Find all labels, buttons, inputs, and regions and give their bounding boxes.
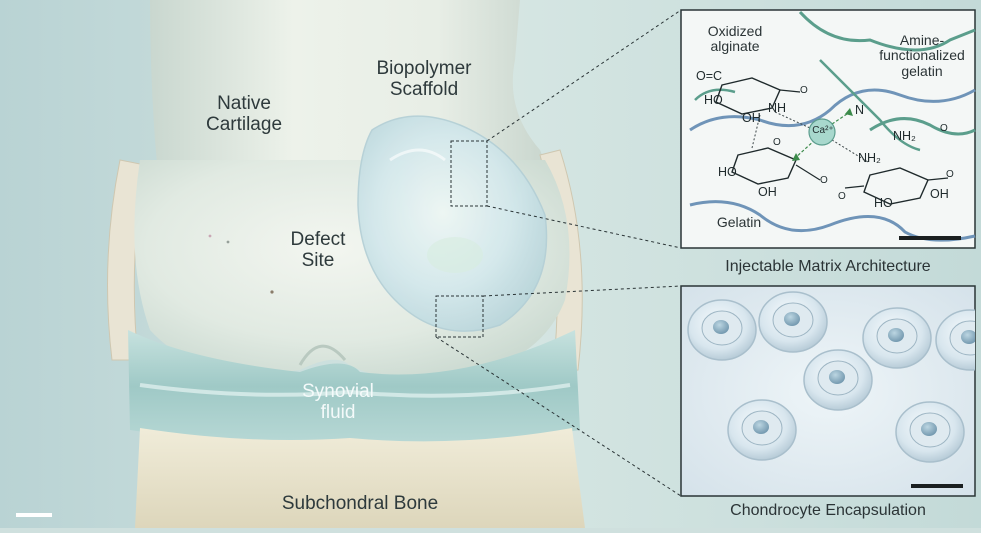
chem-o: O xyxy=(800,85,808,96)
calcium-ion xyxy=(808,118,836,146)
cell-nucleus xyxy=(784,312,800,326)
bond xyxy=(844,185,865,189)
chem-o: O xyxy=(838,191,846,202)
label-synovial-fluid: Synovial fluid xyxy=(302,381,374,424)
chondrocyte-cell xyxy=(803,349,873,411)
cell-layer xyxy=(687,291,975,463)
alginate-strand xyxy=(869,117,976,136)
chem-o: O xyxy=(940,123,948,134)
scaffold-tint xyxy=(427,237,483,273)
scaffold-highlight xyxy=(389,148,446,162)
chem-o: O xyxy=(820,175,828,186)
chem-nh2-b: NH₂ xyxy=(858,151,881,165)
interaction-arrow xyxy=(794,139,816,159)
chem-ho-a: HO xyxy=(704,93,723,107)
interaction-line xyxy=(831,139,869,163)
inset-scale-bar xyxy=(911,484,963,488)
gelatin-strand xyxy=(689,88,976,132)
biopolymer-scaffold xyxy=(357,115,548,332)
caption-cells: Chondrocyte Encapsulation xyxy=(730,502,926,519)
fluid-highlight xyxy=(139,383,571,398)
cell-nucleus xyxy=(921,422,937,436)
chem-nh: NH xyxy=(768,101,787,115)
speck xyxy=(226,240,230,244)
arrowhead xyxy=(845,108,853,116)
bond xyxy=(927,177,949,181)
cell-nucleus xyxy=(829,370,845,384)
inset-scale-bar xyxy=(899,236,961,240)
speck xyxy=(208,234,212,238)
interaction-line xyxy=(774,111,811,129)
chem-ho-b: HO xyxy=(718,165,737,179)
label-gelatin: Gelatin xyxy=(716,214,762,230)
chem-nh2-a: NH₂ xyxy=(893,129,916,143)
chem-n: N xyxy=(855,103,865,117)
label-biopolymer-scaffold: Biopolymer Scaffold xyxy=(376,58,472,101)
label-oxidized-alginate: Oxidized alginate xyxy=(707,23,763,55)
chem-oh-a: OH xyxy=(742,111,761,125)
main-scale-bar xyxy=(16,513,52,517)
speck xyxy=(270,290,274,294)
sugar-ring xyxy=(715,77,781,115)
caption-matrix: Injectable Matrix Architecture xyxy=(725,258,931,275)
connector-line xyxy=(435,336,682,497)
bond xyxy=(779,89,801,93)
label-defect-site: Defect Site xyxy=(290,229,346,272)
label-subchondral-bone: Subchondral Bone xyxy=(281,493,439,514)
alginate-strand xyxy=(694,88,736,101)
chondrocyte-cell xyxy=(862,307,932,369)
chondrocyte-cell xyxy=(935,309,975,371)
chem-ho-c: HO xyxy=(874,196,893,210)
chondrocyte-cell xyxy=(758,291,828,353)
chem-oh-b: OH xyxy=(758,185,777,199)
chem-o: O xyxy=(773,137,781,148)
zoom-box-cells xyxy=(435,295,484,338)
subchondral-bone xyxy=(135,428,585,528)
chem-carbonyl: O=C xyxy=(696,69,723,83)
sugar-ring xyxy=(863,167,929,205)
label-calcium: Ca²⁺ xyxy=(812,125,834,136)
synovial-fluid xyxy=(128,330,580,444)
label-amine-gelatin: Amine- functionalized gelatin xyxy=(879,32,965,79)
bond xyxy=(795,164,821,181)
chondrocyte-cell xyxy=(687,299,757,361)
chondrocyte-cell xyxy=(895,401,965,463)
alginate-strand xyxy=(819,59,921,152)
interaction-arrow xyxy=(831,111,851,125)
cell-nucleus xyxy=(753,420,769,434)
alginate-strand xyxy=(798,10,976,52)
sugar-ring xyxy=(731,147,797,185)
chondrocyte-cell xyxy=(727,399,797,461)
cell-nucleus xyxy=(961,330,975,344)
chem-o: O xyxy=(946,169,954,180)
arrowhead xyxy=(792,153,800,161)
cell-nucleus xyxy=(713,320,729,334)
cell-nucleus xyxy=(888,328,904,342)
notch xyxy=(298,344,347,366)
interaction-line xyxy=(751,114,761,149)
zoom-box-matrix xyxy=(450,140,488,207)
chem-oh-c: OH xyxy=(930,187,949,201)
label-native-cartilage: Native Cartilage xyxy=(205,93,283,136)
